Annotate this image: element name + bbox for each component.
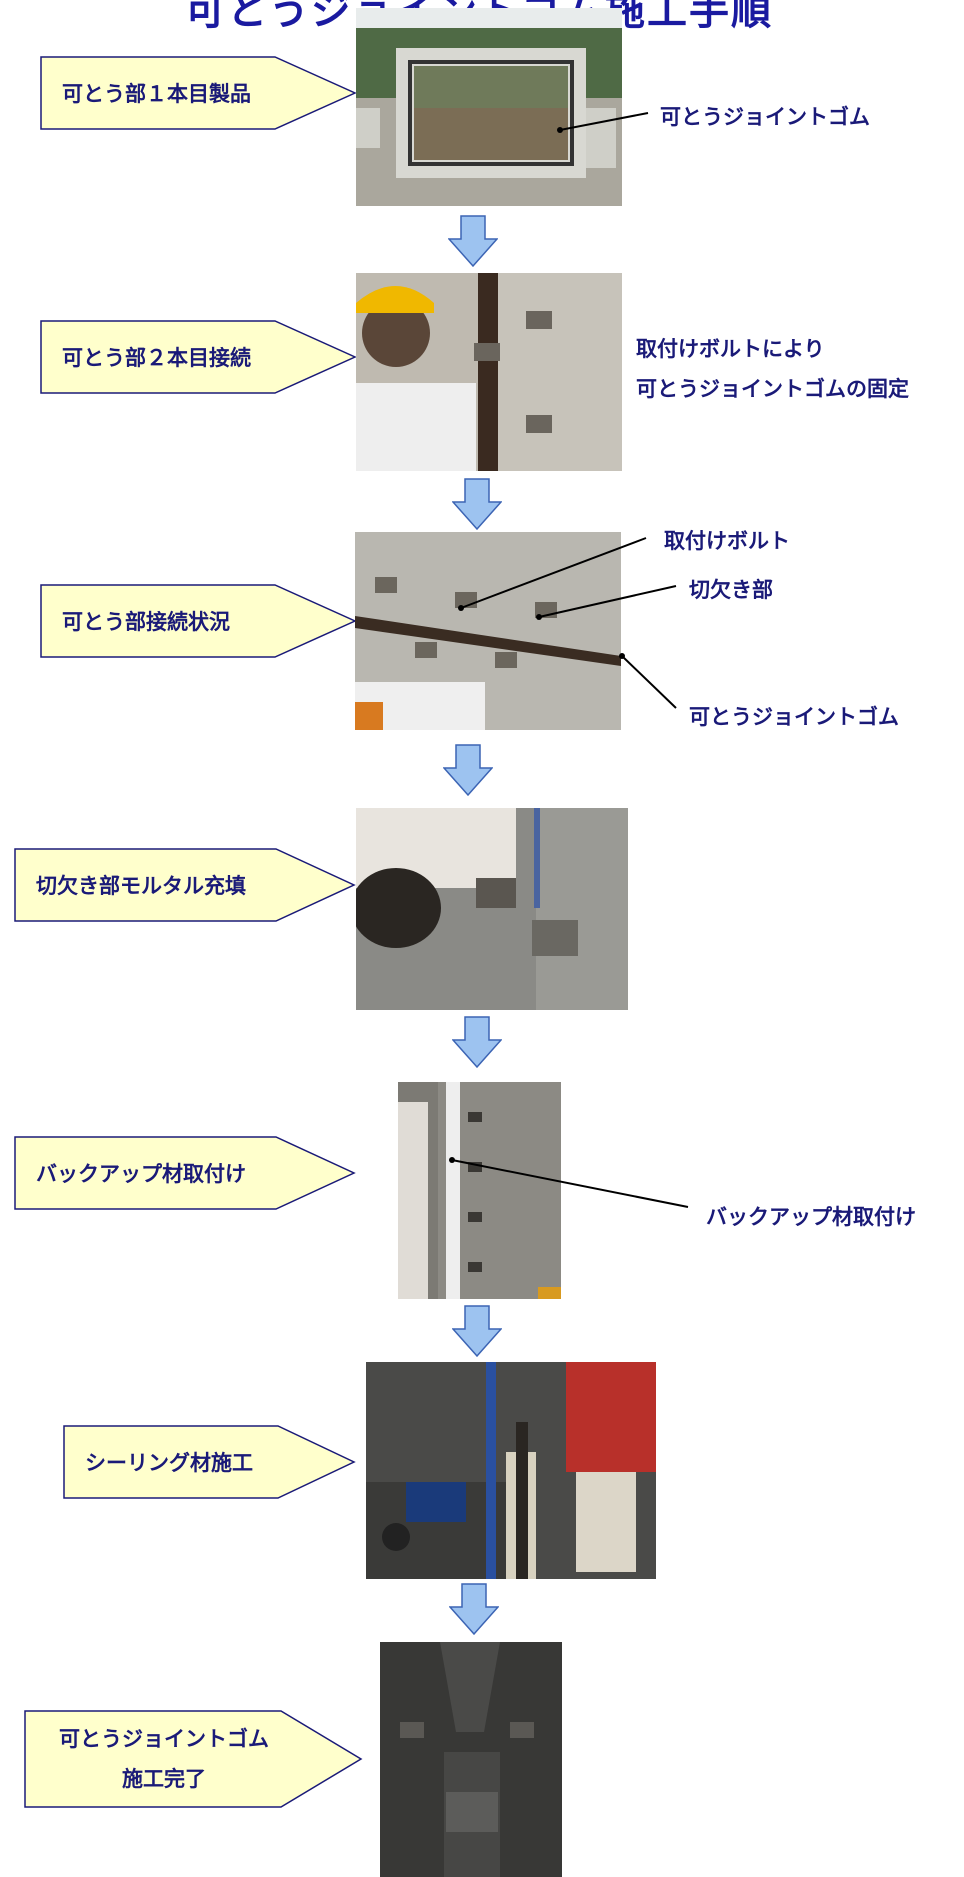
step-3-label: 可とう部接続状況 (62, 610, 230, 634)
flow-arrow-6 (448, 1583, 500, 1639)
step-1-photo (356, 8, 622, 206)
step-7-label-line1: 可とうジョイントゴム (59, 1727, 269, 1751)
step-5-label: バックアップ材取付け (36, 1162, 246, 1186)
step-4-label: 切欠き部モルタル充填 (36, 874, 246, 898)
callout-joint-rubber-3: 可とうジョイントゴム (689, 705, 899, 729)
step-4-photo (356, 808, 628, 1010)
step-2-label: 可とう部２本目接続 (62, 346, 251, 370)
step-6-photo (366, 1362, 656, 1579)
step-7-label-box: 可とうジョイントゴム 施工完了 (24, 1710, 363, 1808)
step-6-label-box: シーリング材施工 (63, 1425, 356, 1499)
step-2-label-box: 可とう部２本目接続 (40, 320, 357, 394)
step-3-photo (355, 532, 621, 730)
step-1-label: 可とう部１本目製品 (62, 82, 251, 106)
flow-arrow-5 (451, 1305, 503, 1361)
flow-arrow-4 (451, 1016, 503, 1072)
flow-arrow-2 (451, 478, 503, 534)
step-7-label: 可とうジョイントゴム 施工完了 (34, 1719, 294, 1799)
step-5-photo (398, 1082, 561, 1299)
callout-joint-rubber-1: 可とうジョイントゴム (660, 105, 870, 129)
step-2-photo (356, 273, 622, 471)
callout-backup-material: バックアップ材取付け (706, 1205, 916, 1229)
step-3-label-box: 可とう部接続状況 (40, 584, 357, 658)
callout-bolt-fix-line1: 取付けボルトにより (636, 337, 825, 361)
step-1-label-box: 可とう部１本目製品 (40, 56, 357, 130)
step-4-label-box: 切欠き部モルタル充填 (14, 848, 356, 922)
callout-notch: 切欠き部 (689, 578, 773, 602)
callout-bolt-fix-line2: 可とうジョイントゴムの固定 (636, 377, 909, 401)
step-7-label-line2: 施工完了 (122, 1767, 206, 1791)
step-7-photo (380, 1642, 562, 1877)
flow-arrow-3 (442, 744, 494, 800)
callout-bolt: 取付けボルト (664, 529, 790, 553)
step-6-label: シーリング材施工 (85, 1451, 253, 1475)
step-5-label-box: バックアップ材取付け (14, 1136, 356, 1210)
flow-arrow-1 (447, 215, 499, 271)
